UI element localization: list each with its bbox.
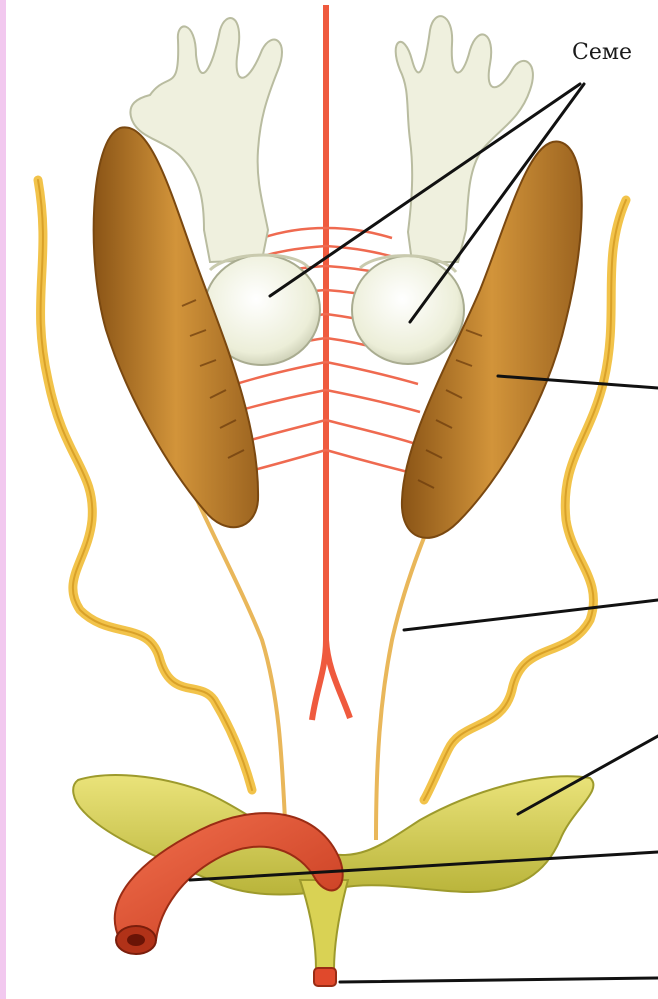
label-seminal-vesicles: Семе xyxy=(572,40,632,65)
